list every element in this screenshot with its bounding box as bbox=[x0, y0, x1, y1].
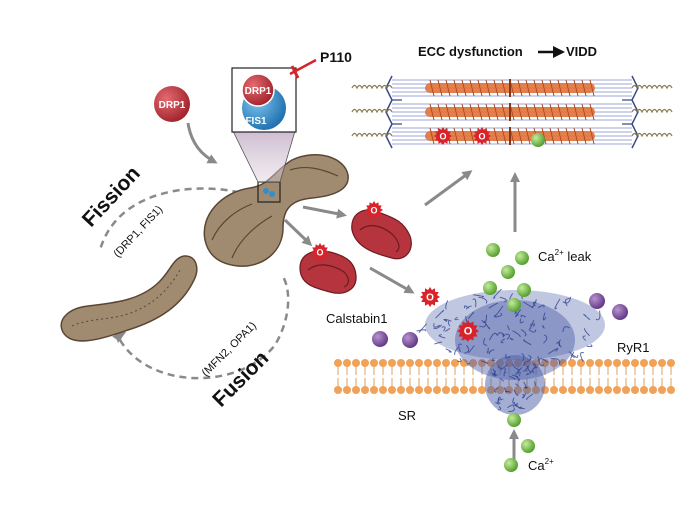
title-vidd: VIDD bbox=[566, 44, 597, 59]
calcium-ion bbox=[501, 265, 515, 279]
drp1-free: DRP1 bbox=[154, 86, 190, 122]
arrow-to-damaged-mito-bottom bbox=[283, 218, 313, 247]
calcium-ion bbox=[507, 298, 521, 312]
p110-inhibitor: P110 bbox=[289, 49, 352, 79]
drp1-bound bbox=[241, 73, 275, 107]
ca-leak-label: Ca2+ leak bbox=[538, 248, 592, 264]
myofibril-stack bbox=[351, 75, 673, 149]
fis1-label: FIS1 bbox=[245, 116, 267, 127]
myofibril-2 bbox=[351, 99, 673, 125]
calstabin1-label: Calstabin1 bbox=[326, 311, 387, 326]
svg-text:O: O bbox=[316, 248, 323, 258]
ros-marker: O bbox=[311, 243, 329, 261]
damaged-mitochondria bbox=[299, 209, 412, 294]
calstabin1-right-inner bbox=[589, 293, 605, 309]
calcium-ion bbox=[486, 243, 500, 257]
calcium-ion bbox=[521, 439, 535, 453]
fused-mitochondrion bbox=[60, 255, 198, 342]
calcium-ions bbox=[483, 243, 535, 472]
arrow-to-myofibril-left bbox=[424, 170, 473, 207]
damaged-mitochondrion-right bbox=[351, 209, 412, 260]
calcium-ion bbox=[517, 283, 531, 297]
calcium-ion bbox=[504, 458, 518, 472]
fusion-dashed-arc bbox=[112, 274, 290, 380]
p110-label: P110 bbox=[320, 49, 352, 65]
drp1-free-label: DRP1 bbox=[159, 100, 186, 111]
svg-text:O: O bbox=[464, 326, 473, 338]
fission-label: Fission bbox=[78, 162, 145, 231]
svg-text:O: O bbox=[370, 206, 377, 216]
dividing-mitochondrion bbox=[203, 154, 349, 267]
drp1-recruit-arrow bbox=[186, 122, 218, 164]
ros-marker: O bbox=[420, 287, 440, 307]
drp1-fis1-inset: FIS1 DRP1 bbox=[231, 67, 297, 133]
damaged-mitochondrion-left bbox=[299, 250, 357, 294]
title-ecc-dysfunction: ECC dysfunction bbox=[418, 44, 523, 59]
calcium-ion bbox=[507, 413, 521, 427]
flow-arrows bbox=[186, 122, 520, 462]
arrow-to-ryr1 bbox=[369, 266, 415, 294]
svg-text:O: O bbox=[426, 293, 434, 304]
mitochondrion-main bbox=[203, 154, 349, 267]
myofibril-1 bbox=[351, 75, 673, 101]
ryr1-label: RyR1 bbox=[617, 340, 650, 355]
ros-marker: O bbox=[457, 320, 479, 342]
ca-in-label: Ca2+ bbox=[528, 457, 554, 473]
ryr1-channel: RyR1 bbox=[416, 288, 650, 415]
ros-marker: O bbox=[434, 127, 452, 145]
svg-text:O: O bbox=[478, 132, 485, 142]
myofibril-panel: ECC dysfunction VIDD bbox=[351, 44, 673, 149]
calcium-ion bbox=[515, 251, 529, 265]
sr-label: SR bbox=[398, 408, 416, 423]
mitochondrion-bottom-left bbox=[60, 255, 198, 342]
fission-proteins: (DRP1, FIS1) bbox=[111, 204, 165, 260]
calstabin1-proteins: Calstabin1 bbox=[326, 293, 628, 348]
calcium-ion-myofibril bbox=[531, 133, 545, 147]
myofibril-3 bbox=[351, 123, 673, 149]
arrow-to-damaged-mito-top bbox=[302, 205, 347, 219]
calstabin1-left-outer bbox=[372, 331, 388, 347]
ros-marker: O bbox=[365, 201, 383, 219]
ros-marker: O bbox=[473, 127, 491, 145]
drp1-bound-label: DRP1 bbox=[245, 86, 272, 97]
calstabin1-right-outer bbox=[612, 304, 628, 320]
svg-text:O: O bbox=[439, 132, 446, 142]
ros-markers: O O O O O O bbox=[311, 127, 491, 342]
calcium-ion bbox=[483, 281, 497, 295]
calstabin1-left-inner bbox=[402, 332, 418, 348]
